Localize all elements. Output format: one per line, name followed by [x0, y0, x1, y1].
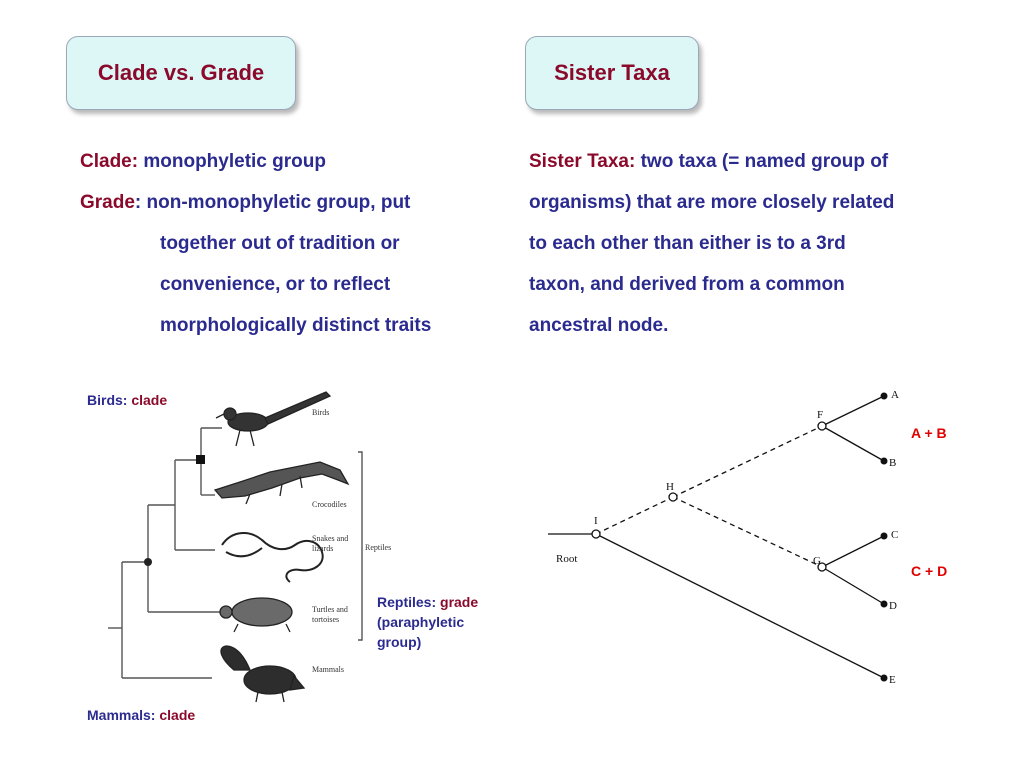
mammals-name: Mammals:: [87, 707, 156, 723]
title-text: Sister Taxa: [554, 60, 670, 85]
clade-text: monophyletic group: [138, 151, 326, 172]
node-i: [591, 529, 601, 539]
taxon-label: Mammals: [312, 665, 344, 674]
title-clade-vs-grade: Clade vs. Grade: [66, 36, 296, 110]
tip-a: [880, 392, 888, 400]
skunk-sketch: [220, 645, 306, 703]
sister-text: two taxa (= named group of: [635, 151, 889, 172]
clade-definition: Clade: monophyletic group: [80, 141, 520, 182]
grade-definition: Grade: non-monophyletic group, put: [80, 182, 520, 223]
tip-label: B: [889, 457, 896, 469]
grade-line: morphologically distinct traits: [160, 315, 432, 336]
reptiles-bracket-label: Reptiles: [365, 543, 391, 552]
taxon-label: tortoises: [312, 615, 339, 624]
node-label: H: [666, 481, 674, 493]
node-f: [817, 421, 827, 431]
pair-label-cd: C + D: [911, 563, 948, 579]
node-label: F: [817, 409, 823, 421]
title-text: Clade vs. Grade: [97, 60, 265, 85]
taxon-label: lizards: [312, 544, 333, 553]
reptiles-note: (paraphyletic: [377, 614, 465, 630]
reptiles-note: group): [377, 634, 422, 650]
sister-line: Sister Taxa: two taxa (= named group of: [529, 141, 999, 182]
taxon-label: Snakes and: [312, 534, 348, 543]
title-sister-taxa: Sister Taxa: [525, 36, 699, 110]
taxon-label: Crocodiles: [312, 500, 347, 509]
grade-text: : non-monophyletic group, put: [134, 192, 411, 213]
reptiles-kind: grade: [440, 594, 479, 610]
node-label: G: [813, 555, 821, 567]
taxon-label: Birds: [312, 408, 329, 417]
tip-label: A: [891, 389, 899, 401]
reptiles-label: Reptiles: grade (paraphyletic group): [377, 592, 478, 652]
grade-line: together out of tradition or: [160, 233, 400, 254]
crocodile-sketch: [213, 461, 350, 505]
clade-grade-definitions: Clade: monophyletic group Grade: non-mon…: [80, 141, 520, 346]
sister-line: ancestral node.: [529, 315, 669, 336]
node-g: [817, 562, 827, 572]
mammals-kind: clade: [159, 707, 196, 723]
sister-term: Sister Taxa:: [529, 151, 636, 172]
birds-kind: clade: [131, 392, 168, 408]
grade-line: convenience, or to reflect: [160, 274, 391, 295]
birds-label: Birds: clade: [87, 390, 167, 410]
bird-sketch: [215, 391, 332, 447]
sister-taxa-definition: Sister Taxa: two taxa (= named group of …: [529, 141, 999, 346]
reptiles-name: Reptiles:: [377, 594, 437, 610]
clade-term: Clade:: [80, 151, 139, 172]
birds-name: Birds:: [87, 392, 128, 408]
turtle-sketch: [219, 597, 293, 633]
tip-b: [880, 457, 888, 465]
tip-label: D: [889, 600, 897, 612]
node-label: I: [594, 515, 598, 527]
mammals-label: Mammals: clade: [87, 705, 195, 725]
sister-line: taxon, and derived from a common: [529, 274, 845, 295]
tip-e: [880, 674, 888, 682]
sister-line: to each other than either is to a 3rd: [529, 233, 846, 254]
node-square: [196, 455, 205, 464]
pair-label-ab: A + B: [911, 425, 947, 441]
tip-label: E: [889, 674, 896, 686]
root-label: Root: [556, 553, 577, 565]
tip-d: [880, 600, 888, 608]
tip-label: C: [891, 529, 898, 541]
sister-line: organisms) that are more closely related: [529, 192, 895, 213]
grade-term: Grade: [80, 192, 135, 213]
tip-c: [880, 532, 888, 540]
node-h: [668, 492, 678, 502]
taxon-label: Turtles and: [312, 605, 348, 614]
snake-sketch: [221, 532, 324, 583]
node-dot: [144, 558, 152, 566]
